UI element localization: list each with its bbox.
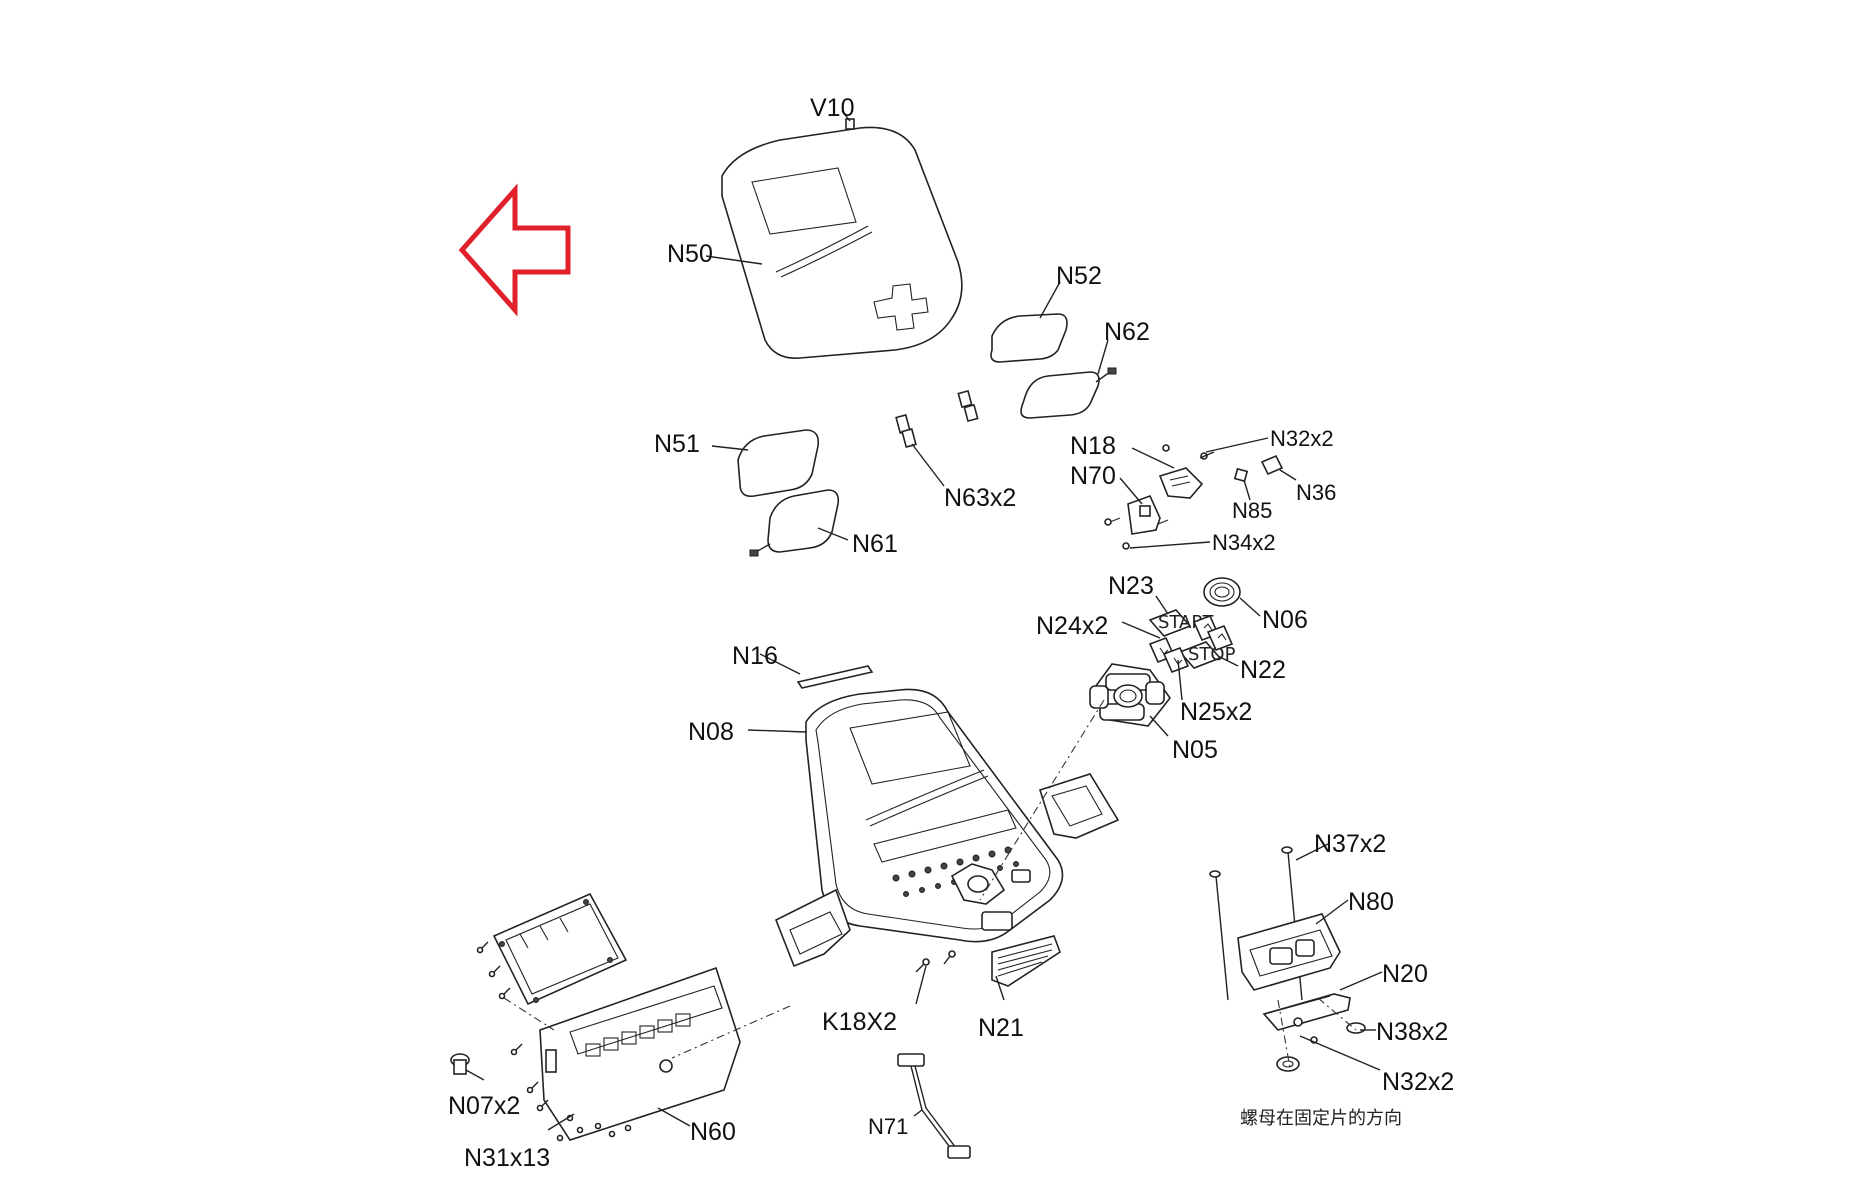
part-k18-screws <box>915 950 956 973</box>
mainboard-keys <box>585 1013 691 1057</box>
part-n18-n70-bracket <box>1104 444 1215 550</box>
label-n21: N21 <box>978 1014 1024 1042</box>
highlight-arrow-icon <box>458 183 571 317</box>
label-n16: N16 <box>732 642 778 670</box>
label-n07: N07x2 <box>448 1092 520 1120</box>
label-n37: N37x2 <box>1314 830 1386 858</box>
label-n23: N23 <box>1108 572 1154 600</box>
part-n62-pad <box>1020 367 1117 419</box>
part-labels: V10 N50 N52 N62 N51 N63x2 N61 N18 N70 N3… <box>448 94 1454 1172</box>
label-nut-orientation-note: 螺母在固定片的方向 <box>1240 1108 1402 1129</box>
label-n06: N06 <box>1262 606 1308 634</box>
stop-key-label: STOP <box>1188 644 1236 665</box>
label-n80: N80 <box>1348 888 1394 916</box>
label-n61: N61 <box>852 530 898 558</box>
label-n25: N25x2 <box>1180 698 1252 726</box>
part-n63-connectors <box>895 389 979 449</box>
part-display-board <box>492 892 628 1006</box>
part-n50-overlay <box>721 126 963 359</box>
label-n08: N08 <box>688 718 734 746</box>
label-n32-bottom: N32x2 <box>1382 1068 1454 1096</box>
part-n21-grille <box>991 935 1061 987</box>
label-n85: N85 <box>1232 498 1272 523</box>
label-n50: N50 <box>667 240 713 268</box>
part-n05-keypad <box>1088 663 1171 727</box>
label-n62: N62 <box>1104 318 1150 346</box>
part-n06-knob <box>1203 577 1241 607</box>
label-n05: N05 <box>1172 736 1218 764</box>
label-n34: N34x2 <box>1212 530 1276 555</box>
label-n60: N60 <box>690 1118 736 1146</box>
part-n71-cable <box>897 1053 971 1159</box>
label-n71: N71 <box>868 1114 908 1139</box>
part-n85 <box>1233 467 1249 483</box>
label-n51: N51 <box>654 430 700 458</box>
label-n31: N31x13 <box>464 1144 550 1172</box>
label-n70: N70 <box>1070 462 1116 490</box>
label-n24: N24x2 <box>1036 612 1108 640</box>
assembly-axis-lines <box>503 699 1357 1069</box>
label-n22: N22 <box>1240 656 1286 684</box>
label-k18: K18X2 <box>822 1008 897 1036</box>
part-n60-mainboard <box>539 966 741 1141</box>
part-v10 <box>841 110 855 130</box>
label-n18: N18 <box>1070 432 1116 460</box>
part-n31-screws <box>476 941 632 1142</box>
part-n80-assembly <box>1209 846 1366 1072</box>
label-n38: N38x2 <box>1376 1018 1448 1046</box>
part-n07-standoff <box>450 1053 470 1075</box>
label-v10: V10 <box>810 94 854 122</box>
label-n32-top: N32x2 <box>1270 426 1334 451</box>
part-n16-strip <box>796 665 874 689</box>
part-n61-pad <box>749 489 840 557</box>
part-n08-console <box>774 688 1120 968</box>
label-n63: N63x2 <box>944 484 1016 512</box>
part-n36 <box>1260 454 1284 476</box>
label-n36: N36 <box>1296 480 1336 505</box>
part-n52-pad <box>990 313 1068 363</box>
leader-lines <box>465 255 1383 1131</box>
label-n20: N20 <box>1382 960 1428 988</box>
label-n52: N52 <box>1056 262 1102 290</box>
part-key-buttons: START STOP <box>1148 609 1236 674</box>
part-n51-pad <box>737 429 820 498</box>
